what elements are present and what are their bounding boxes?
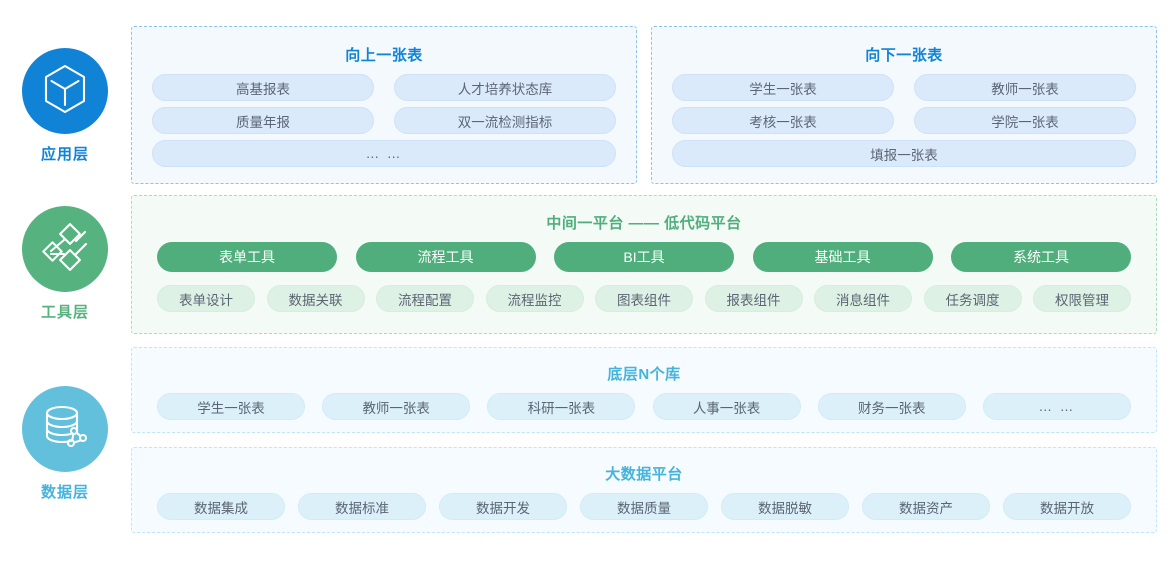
pill-tool-component-6[interactable]: 消息组件: [814, 285, 912, 312]
pill-tool-component-7[interactable]: 任务调度: [923, 285, 1022, 312]
pill-ndb-0[interactable]: 学生一张表: [157, 393, 305, 420]
pill-tool-primary-4[interactable]: 系统工具: [951, 242, 1131, 272]
panel-up-table-title: 向上一张表: [345, 47, 423, 64]
panel-big-data-platform: 大数据平台 数据集成 数据标准 数据开发 数据质量 数据脱敏 数据资产 数据开放: [131, 447, 1157, 533]
pill-down-1-0[interactable]: 考核一张表: [672, 107, 894, 134]
data-layer-label: 数据层: [40, 484, 89, 501]
pill-up-more[interactable]: … …: [152, 140, 616, 167]
pill-down-0-1[interactable]: 教师一张表: [914, 74, 1136, 101]
pill-up-1-1[interactable]: 双一流检测指标: [394, 107, 616, 134]
cube-icon: [41, 63, 89, 120]
database-icon: [40, 402, 90, 457]
pill-tool-component-3[interactable]: 流程监控: [485, 285, 584, 312]
nodes-icon: [39, 221, 91, 278]
panel-big-data-platform-title: 大数据平台: [605, 466, 683, 483]
pill-tool-component-2[interactable]: 流程配置: [376, 285, 474, 312]
pill-tool-primary-1[interactable]: 流程工具: [355, 242, 536, 272]
pill-tool-component-8[interactable]: 权限管理: [1033, 285, 1131, 312]
pill-bigdata-1[interactable]: 数据标准: [298, 493, 426, 520]
pill-bigdata-2[interactable]: 数据开发: [439, 493, 567, 520]
panel-down-table-title: 向下一张表: [865, 47, 943, 64]
pill-up-0-0[interactable]: 高基报表: [152, 74, 374, 101]
layer-rail: 应用层 工具层: [0, 0, 130, 563]
pill-down-0-0[interactable]: 学生一张表: [672, 74, 894, 101]
pill-ndb-4[interactable]: 财务一张表: [817, 393, 966, 420]
panel-tool-platform-title: 中间一平台 —— 低代码平台: [546, 215, 742, 232]
pill-tool-component-0[interactable]: 表单设计: [157, 285, 255, 312]
tool-layer-label: 工具层: [40, 304, 89, 321]
tool-layer-circle: [22, 206, 108, 292]
panel-n-databases-title: 底层N个库: [607, 366, 681, 383]
data-layer-circle: [22, 386, 108, 472]
pill-bigdata-4[interactable]: 数据脱敏: [721, 493, 849, 520]
application-layer-label: 应用层: [40, 146, 89, 163]
pill-down-1-1[interactable]: 学院一张表: [914, 107, 1136, 134]
pill-up-1-0[interactable]: 质量年报: [152, 107, 374, 134]
layer-badge-data: 数据层: [0, 386, 130, 502]
pill-tool-component-4[interactable]: 图表组件: [595, 285, 693, 312]
pill-bigdata-3[interactable]: 数据质量: [580, 493, 708, 520]
layer-badge-application: 应用层: [0, 48, 130, 164]
pill-tool-primary-2[interactable]: BI工具: [554, 242, 734, 272]
pill-tool-component-5[interactable]: 报表组件: [704, 285, 803, 312]
panel-down-table: 向下一张表 学生一张表 教师一张表 考核一张表 学院一张表 填报一张表: [651, 26, 1157, 184]
pill-bigdata-0[interactable]: 数据集成: [157, 493, 285, 520]
panel-n-databases: 底层N个库 学生一张表 教师一张表 科研一张表 人事一张表 财务一张表 … …: [131, 347, 1157, 433]
pill-ndb-2[interactable]: 科研一张表: [487, 393, 636, 420]
pill-ndb-1[interactable]: 教师一张表: [322, 393, 471, 420]
pill-bigdata-5[interactable]: 数据资产: [862, 493, 990, 520]
pill-bigdata-6[interactable]: 数据开放: [1003, 493, 1131, 520]
pill-ndb-3[interactable]: 人事一张表: [652, 393, 801, 420]
pill-down-full[interactable]: 填报一张表: [672, 140, 1136, 167]
pill-ndb-more[interactable]: … …: [982, 393, 1131, 420]
pill-tool-component-1[interactable]: 数据关联: [266, 285, 365, 312]
pill-tool-primary-3[interactable]: 基础工具: [752, 242, 933, 272]
pill-up-0-1[interactable]: 人才培养状态库: [394, 74, 616, 101]
panel-tool-platform: 中间一平台 —— 低代码平台 表单工具 流程工具 BI工具 基础工具 系统工具 …: [131, 195, 1157, 334]
pill-tool-primary-0[interactable]: 表单工具: [157, 242, 337, 272]
panel-up-table: 向上一张表 高基报表 人才培养状态库 质量年报 双一流检测指标 … …: [131, 26, 637, 184]
layer-badge-tool: 工具层: [0, 206, 130, 322]
application-layer-circle: [22, 48, 108, 134]
